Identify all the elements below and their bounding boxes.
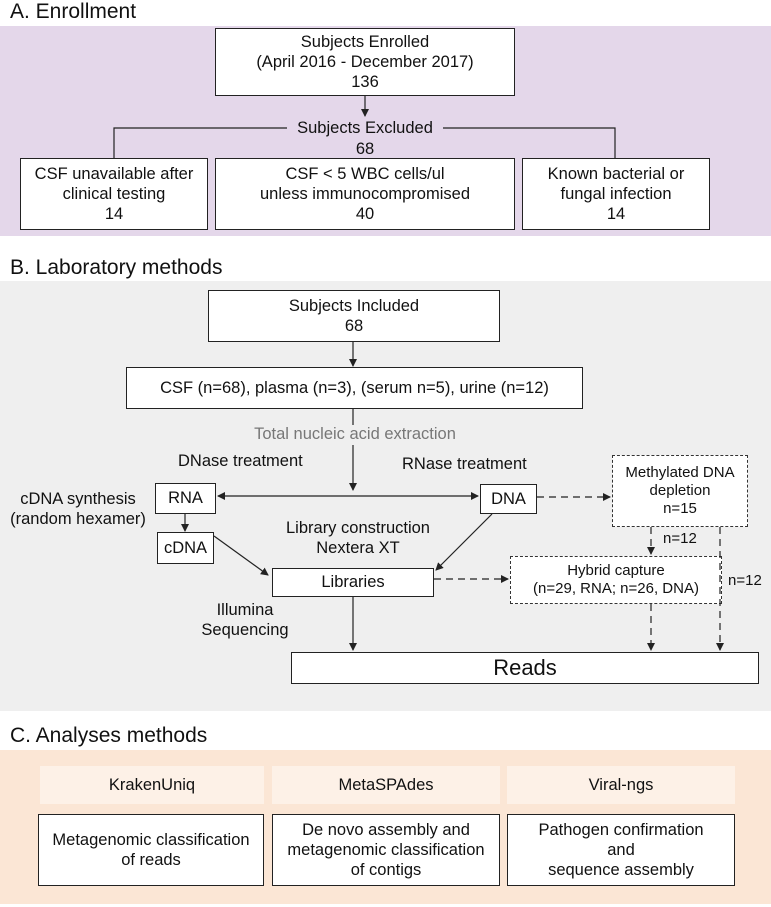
methylated-dna-line2: depletion [649,481,711,499]
subjects-excluded-count: 68 [355,140,375,158]
tool-description-metaspades: De novo assembly and metagenomic classif… [272,814,500,886]
tool-description-line3: sequence assembly [548,861,694,880]
library-construction-label: Library construction Nextera XT [258,519,458,559]
exclusion-reason-count: 14 [104,205,124,224]
tool-name-viral-ngs: Viral-ngs [507,766,735,804]
subjects-enrolled-count: 136 [351,73,379,92]
tool-description-line2: of reads [121,851,181,869]
arrow-cdna-to-libraries [213,535,269,576]
subjects-enrolled-label: Subjects Enrolled [300,32,430,51]
n12-label-reads: n=12 [728,572,762,589]
excluded-bracket-right [443,127,616,158]
methylated-dna-depletion-box: Methylated DNA depletion n=15 [612,455,748,527]
tool-description-krakenuniq: Metagenomic classification of reads [38,814,264,886]
tool-name-krakenuniq: KrakenUniq [40,766,264,804]
exclusion-reason-line2: unless immunocompromised [260,184,470,203]
tool-description-viral-ngs: Pathogen confirmation and sequence assem… [507,814,735,886]
reads-label: Reads [493,654,557,680]
exclusion-reason-line1: CSF unavailable after [34,164,194,183]
exclusion-reason-line2: clinical testing [62,184,166,203]
analyses-section-title: C. Analyses methods [10,724,208,747]
exclusion-reason-known-infection: Known bacterial or fungal infection 14 [522,158,710,230]
tool-name-label: KrakenUniq [108,775,196,794]
exclusion-reason-line1: CSF < 5 WBC cells/ul [285,164,445,183]
methylated-dna-count: n=15 [663,500,697,518]
n12-label-hybrid: n=12 [663,530,697,547]
exclusion-reason-low-wbc: CSF < 5 WBC cells/ul unless immunocompro… [215,158,515,230]
exclusion-reason-line1: Known bacterial or [547,164,685,183]
methylated-dna-line1: Methylated DNA [625,463,735,481]
reads-box: Reads [291,652,759,684]
cdna-box: cDNA [157,532,214,564]
dna-label: DNA [491,489,526,508]
arrow-dna-to-libraries [435,513,493,571]
excluded-bracket [113,127,287,158]
libraries-box: Libraries [272,568,434,597]
lab-section-title: B. Laboratory methods [10,256,223,279]
cdna-label: cDNA [163,538,208,557]
subjects-included-box: Subjects Included 68 [208,290,500,342]
library-construction-line2: Nextera XT [316,538,400,557]
library-construction-line1: Library construction [286,519,430,537]
tool-description-line1: De novo assembly and [302,820,470,839]
rna-box: RNA [155,483,216,514]
hybrid-capture-line1: Hybrid capture [567,561,665,579]
exclusion-reason-count: 40 [355,205,375,224]
exclusion-reason-csf-unavailable: CSF unavailable after clinical testing 1… [20,158,208,230]
tool-description-line1: Pathogen confirmation [538,820,704,839]
libraries-label: Libraries [321,573,385,592]
dna-box: DNA [480,484,537,514]
tool-description-line1: Metagenomic classification [52,830,250,849]
subjects-enrolled-box: Subjects Enrolled (April 2016 - December… [215,28,515,96]
tool-description-line2: and [607,840,635,859]
exclusion-reason-line2: fungal infection [560,184,672,203]
cdna-synthesis-line1: cDNA synthesis [20,490,136,508]
enrollment-date-range: (April 2016 - December 2017) [256,52,474,71]
hybrid-capture-box: Hybrid capture (n=29, RNA; n=26, DNA) [510,556,722,604]
exclusion-reason-count: 14 [606,205,626,224]
subjects-excluded-label: Subjects Excluded [287,119,443,139]
illumina-line2: Sequencing [201,620,289,639]
sample-types-box: CSF (n=68), plasma (n=3), (serum n=5), u… [126,367,583,409]
enrollment-section-title: A. Enrollment [10,0,137,23]
rnase-treatment-label: RNase treatment [402,455,527,473]
subjects-included-label: Subjects Included [288,296,420,315]
cdna-synthesis-label: cDNA synthesis (random hexamer) [0,490,156,530]
extraction-label: Total nucleic acid extraction [230,425,480,445]
subjects-included-count: 68 [344,317,364,335]
dnase-treatment-label: DNase treatment [178,452,303,470]
sample-types-label: CSF (n=68), plasma (n=3), (serum n=5), u… [160,378,549,397]
tool-description-line3: of contigs [350,861,422,880]
rna-label: RNA [168,489,203,508]
tool-name-label: Viral-ngs [588,775,654,794]
tool-description-line2: metagenomic classification [287,840,485,859]
illumina-sequencing-label: Illumina Sequencing [190,601,300,641]
tool-name-label: MetaSPAdes [338,775,434,794]
hybrid-capture-line2: (n=29, RNA; n=26, DNA) [533,580,699,597]
cdna-synthesis-line2: (random hexamer) [10,509,146,528]
illumina-line1: Illumina [216,601,274,619]
tool-name-metaspades: MetaSPAdes [272,766,500,804]
